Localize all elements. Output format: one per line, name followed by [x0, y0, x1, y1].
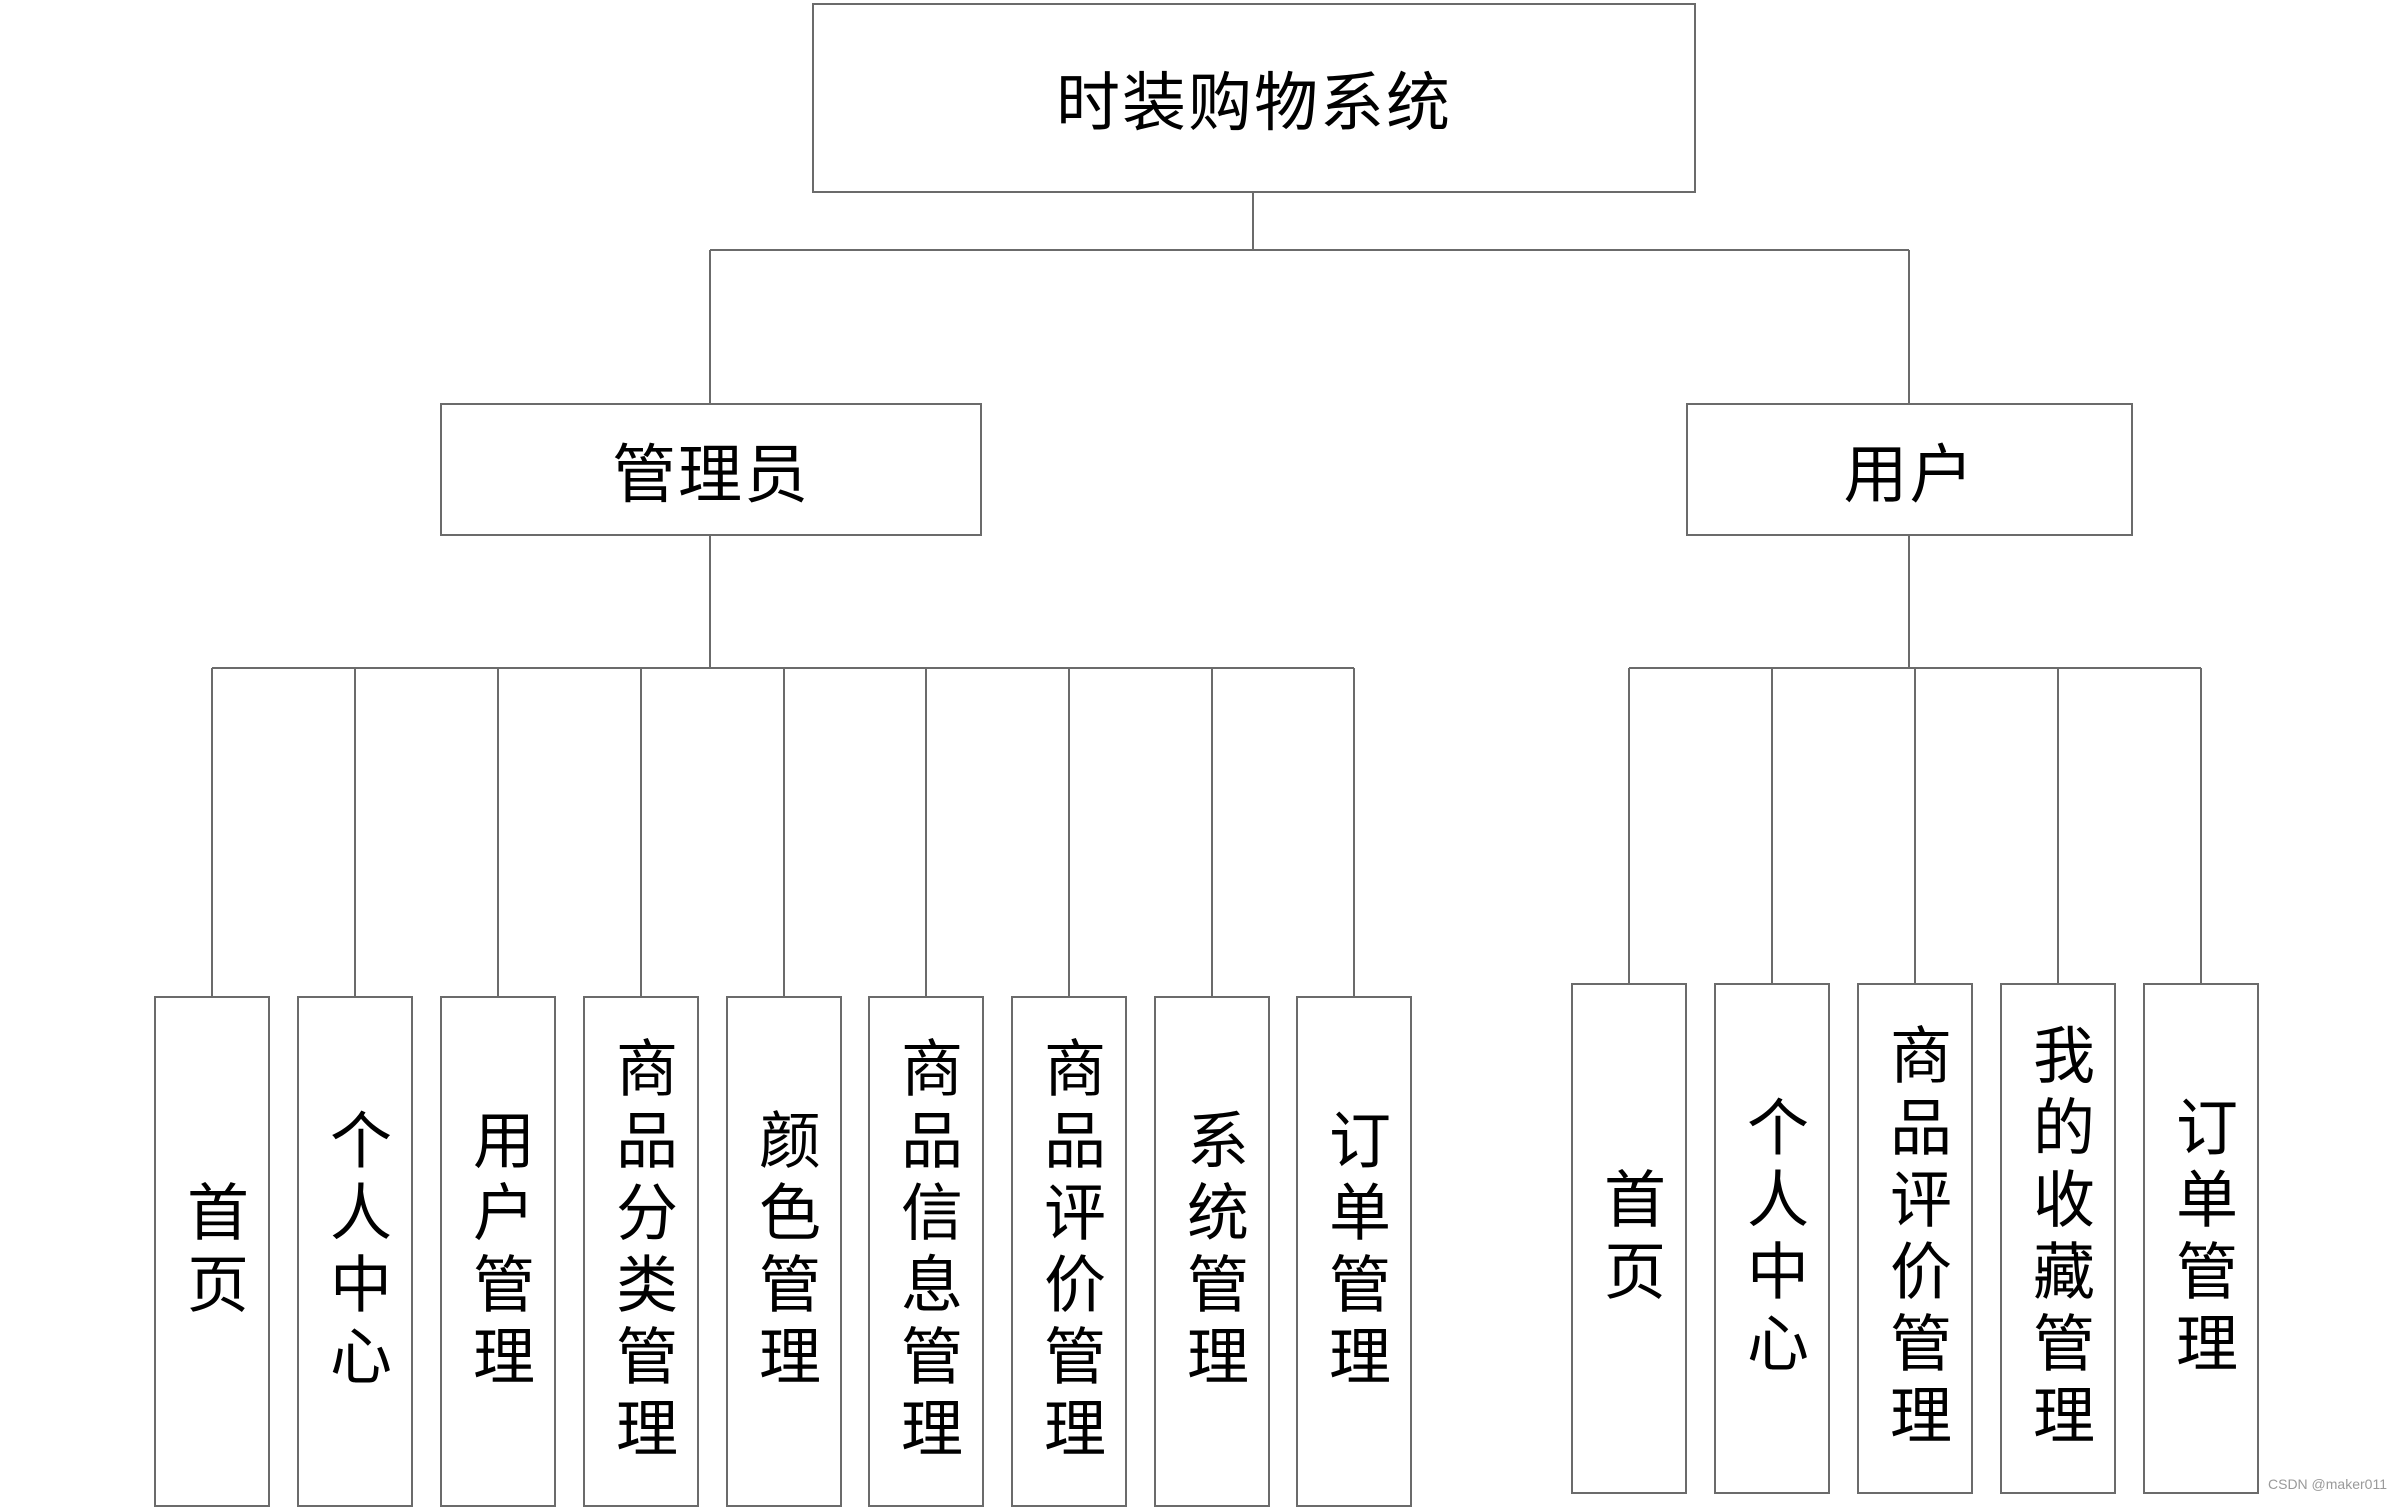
user-leaf-label: 首页 [1593, 1166, 1666, 1311]
admin-leaf-system-management: 系统管理 [1154, 996, 1270, 1507]
user-leaf-label: 我的收藏管理 [2022, 1022, 2095, 1455]
admin-label: 管理员 [612, 438, 810, 513]
admin-leaf-profile: 个人中心 [297, 996, 413, 1507]
user-leaf-label: 商品评价管理 [1879, 1022, 1952, 1455]
admin-leaf-label: 系统管理 [1176, 1107, 1249, 1396]
user-leaf-profile: 个人中心 [1714, 983, 1830, 1494]
admin-leaf-color-management: 颜色管理 [726, 996, 842, 1507]
admin-leaf-label: 用户管理 [462, 1107, 535, 1396]
admin-leaf-order-management: 订单管理 [1296, 996, 1412, 1507]
user-leaf-home: 首页 [1571, 983, 1687, 1494]
user-leaf-label: 个人中心 [1736, 1094, 1809, 1383]
admin-leaf-home: 首页 [154, 996, 270, 1507]
user-leaf-favorites-management: 我的收藏管理 [2000, 983, 2116, 1494]
admin-leaf-label: 颜色管理 [748, 1107, 821, 1396]
root-label: 时装购物系统 [1056, 67, 1452, 141]
user-leaf-label: 订单管理 [2165, 1094, 2238, 1383]
user-label: 用户 [1843, 438, 1976, 513]
admin-leaf-product-review-management: 商品评价管理 [1011, 996, 1127, 1507]
admin-leaf-label: 商品信息管理 [890, 1035, 963, 1468]
admin-leaf-label: 订单管理 [1318, 1107, 1391, 1396]
watermark: CSDN @maker011 [2268, 1476, 2387, 1492]
user-node: 用户 [1686, 403, 2133, 536]
admin-leaf-product-info-management: 商品信息管理 [868, 996, 984, 1507]
user-leaf-product-review-management: 商品评价管理 [1857, 983, 1973, 1494]
admin-leaf-category-management: 商品分类管理 [583, 996, 699, 1507]
admin-leaf-user-management: 用户管理 [440, 996, 556, 1507]
user-leaf-order-management: 订单管理 [2143, 983, 2259, 1494]
admin-node: 管理员 [440, 403, 982, 536]
admin-leaf-label: 个人中心 [319, 1107, 392, 1396]
admin-leaf-label: 首页 [176, 1179, 249, 1324]
root-node: 时装购物系统 [812, 3, 1696, 193]
admin-leaf-label: 商品评价管理 [1033, 1035, 1106, 1468]
admin-leaf-label: 商品分类管理 [605, 1035, 678, 1468]
